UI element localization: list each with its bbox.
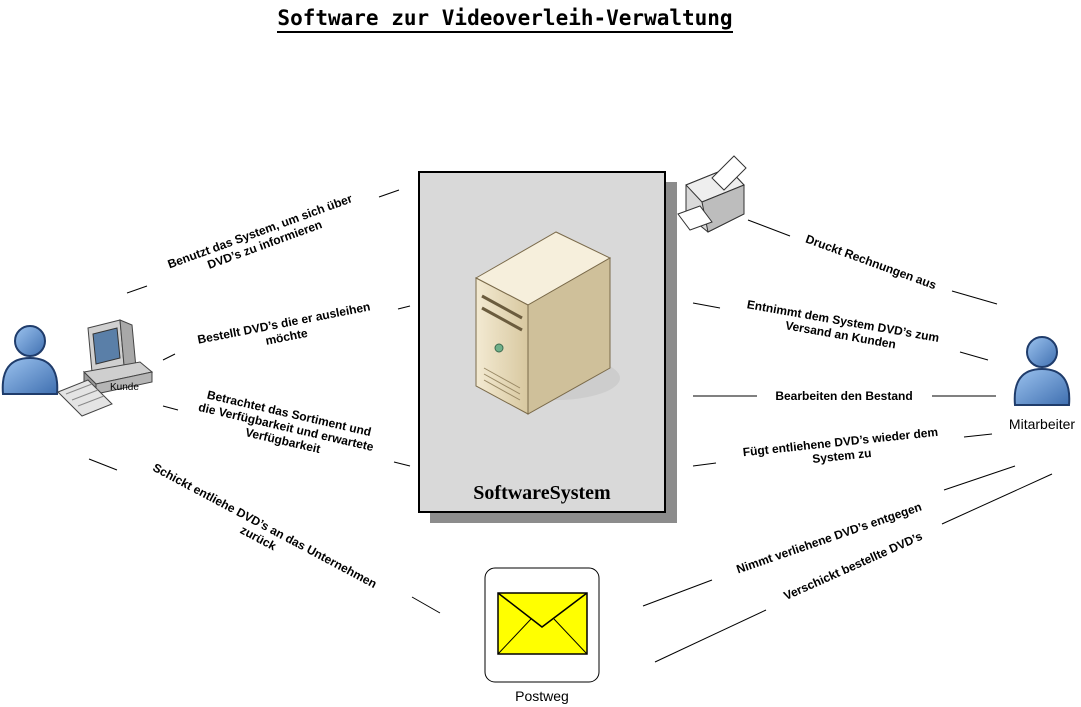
connection-lines <box>88 189 1053 663</box>
system-name: SoftwareSystem <box>473 482 611 504</box>
envelope-icon <box>497 592 588 655</box>
system-frame <box>418 171 666 513</box>
actor-kunde-label: Kunde <box>110 382 139 393</box>
actor-mitarbeiter-label: Mitarbeiter <box>1009 416 1075 432</box>
printer-icon <box>677 155 747 233</box>
line-entnimmt-a <box>692 302 721 309</box>
edge-label-bestellt: Bestellt DVD’s die er ausleihen möchte <box>196 299 371 347</box>
edge-label-druckt: Druckt Rechnungen aus <box>804 232 939 292</box>
edge-nimmt-line1: Nimmt verliehene DVD’s entgegen <box>735 500 924 577</box>
edge-label-nimmt: Nimmt verliehene DVD’s entgegen <box>735 500 924 577</box>
line-betrachtet-a <box>162 405 179 411</box>
edge-schickt-line1: Schickt entliehe DVD’s an das Unternehme… <box>150 460 379 590</box>
actor-kunde: Kunde <box>1 319 154 417</box>
line-nimmt-a <box>642 579 713 607</box>
actor-postweg-label: Postweg <box>515 688 569 704</box>
line-verschickt-a <box>654 609 767 663</box>
line-schickt-b <box>411 596 441 614</box>
edge-label-fuegt: Fügt entliehene DVD’s wieder dem System … <box>742 425 939 466</box>
line-betrachtet-b <box>393 461 411 467</box>
edge-info-line1: Benutzt das System, um sich über <box>166 191 355 271</box>
edge-label-info: Benutzt das System, um sich über DVD’s z… <box>166 191 355 272</box>
person-icon-kunde <box>1 325 59 395</box>
software-system-box: SoftwareSystem <box>418 171 677 523</box>
computer-icon <box>57 319 154 417</box>
person-icon-mitarbeiter <box>1013 336 1071 406</box>
actor-postweg: Postweg <box>484 567 600 704</box>
edge-label-entnimmt: Entnimmt dem System DVD’s zum Versand an… <box>746 297 940 351</box>
line-schickt-a <box>88 458 118 471</box>
edge-label-betrachtet: Betrachtet das Sortiment und die Verfügb… <box>197 388 375 456</box>
line-nimmt-b <box>943 465 1016 491</box>
edge-label-schickt: Schickt entliehe DVD’s an das Unternehme… <box>150 460 379 590</box>
line-fuegt-b <box>963 433 993 438</box>
line-bestellt-b <box>162 353 176 361</box>
actor-mitarbeiter: Mitarbeiter <box>1009 336 1075 432</box>
server-icon <box>474 231 620 415</box>
line-info-a <box>378 189 400 198</box>
line-druckt-b <box>951 290 998 305</box>
title-text: Software zur Videoverleih-Verwaltung <box>277 6 733 33</box>
edge-druckt-line1: Druckt Rechnungen aus <box>804 232 939 292</box>
line-druckt-a <box>747 219 791 237</box>
line-bestellt-a <box>397 305 411 310</box>
line-entnimmt-b <box>959 351 989 361</box>
line-verschickt-b <box>941 473 1053 525</box>
line-fuegt-a <box>692 462 717 467</box>
diagram-title: Software zur Videoverleih-Verwaltung <box>0 6 1010 33</box>
line-info-b <box>126 285 148 294</box>
edge-bearbeitet-label: Bearbeiten den Bestand <box>775 389 912 403</box>
edge-fuegt-line2: System zu <box>812 446 872 466</box>
